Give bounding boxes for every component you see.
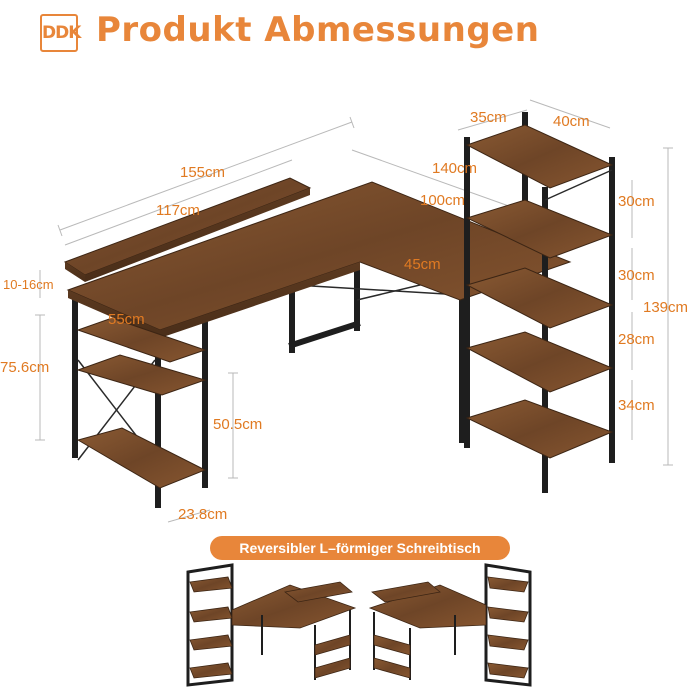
thumbnail-right	[368, 563, 532, 687]
dim-l-length: 140cm	[432, 160, 478, 177]
dim-monitor-height: 10-16cm	[3, 277, 54, 292]
dim-tower-height: 139cm	[643, 299, 689, 316]
dim-desk-width: 117cm	[156, 202, 200, 219]
desk-shelf-mid	[76, 354, 207, 396]
page-title: Produkt Abmessungen	[96, 10, 540, 50]
desk-top-edge	[68, 290, 160, 338]
dim-shelf-width: 23.8cm	[178, 506, 228, 523]
thumbnail-left	[186, 563, 357, 687]
desk-shelf-top	[76, 317, 207, 363]
dim-shelf4: 34cm	[618, 397, 655, 414]
tower-shelves	[465, 124, 614, 459]
dim-l-inner: 100cm	[420, 192, 466, 209]
tower-braces	[544, 169, 613, 201]
dim-total-width: 155cm	[180, 164, 226, 181]
dim-shelf1: 30cm	[618, 193, 655, 210]
desk-shelf-bottom	[76, 427, 207, 489]
dim-desk-height: 75.6cm	[0, 359, 50, 376]
brand-logo: DDK	[40, 14, 81, 52]
dim-tower-width: 40cm	[553, 113, 590, 130]
dim-desk-depth: 55cm	[108, 311, 145, 328]
dim-leg-height: 50.5cm	[213, 416, 263, 433]
dim-shelf3: 28cm	[618, 331, 655, 348]
dim-tower-depth: 35cm	[470, 109, 507, 126]
reversible-banner: Reversibler L–förmiger Schreibtisch	[210, 536, 510, 560]
desk-top-edge-return	[160, 262, 360, 338]
dim-return-depth: 45cm	[404, 256, 441, 273]
dim-shelf2: 30cm	[618, 267, 655, 284]
